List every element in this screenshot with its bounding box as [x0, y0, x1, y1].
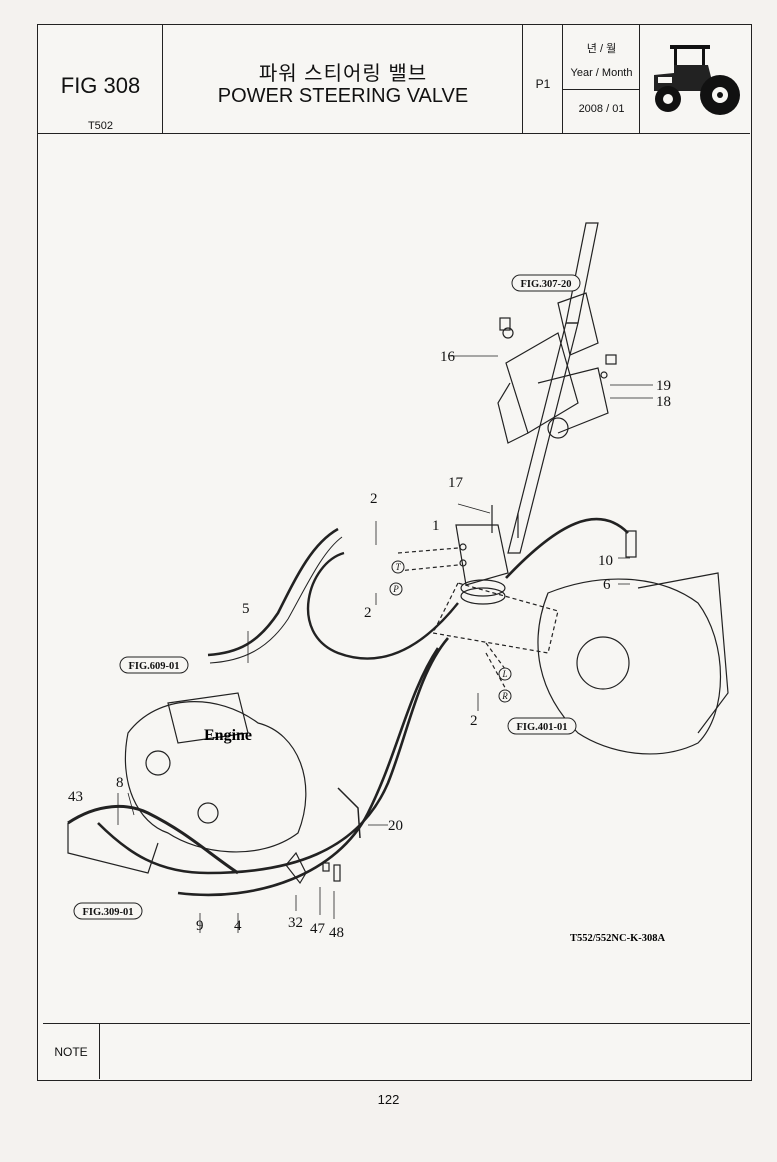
fig-label: FIG 308: [60, 73, 141, 98]
header: FIG 308 T502 파워 스티어링 밸브 POWER STEERING V…: [38, 25, 750, 134]
ref-fig307: FIG.307-20: [520, 279, 571, 290]
fig-cell: FIG 308 T502: [38, 25, 163, 133]
callout-1: 1: [432, 518, 440, 534]
port-p-label: P: [392, 584, 399, 594]
tractor-icon: [654, 45, 740, 115]
ref-fig309: FIG.309-01: [82, 907, 133, 918]
callout-6: 6: [603, 577, 611, 593]
callout-5: 5: [242, 601, 250, 617]
port-l-circle: [498, 667, 512, 681]
callout-10: 10: [598, 553, 613, 569]
callout-19: 19: [656, 378, 671, 394]
callout-18: 18: [656, 394, 671, 410]
date-divider: [563, 89, 640, 90]
callout-16: 16: [440, 349, 456, 365]
callout-47: 47: [310, 921, 326, 937]
ref-box-fig307: [511, 274, 581, 292]
note-label: NOTE: [43, 1024, 100, 1079]
ref-box-fig609: [119, 656, 189, 674]
port-t-label: T: [395, 562, 401, 572]
callout-17: 17: [448, 475, 464, 491]
logo-cell: [640, 25, 750, 133]
callout-2b: 2: [364, 605, 372, 621]
title-cell: 파워 스티어링 밸브 POWER STEERING VALVE: [163, 25, 523, 133]
page-code-cell: P1: [523, 25, 563, 133]
page-number: 122: [377, 1092, 400, 1107]
callout-2a: 2: [370, 491, 378, 507]
title-english: POWER STEERING VALVE: [217, 85, 469, 107]
callout-4: 4: [234, 918, 242, 934]
date-value: 2008 / 01: [578, 103, 625, 115]
exploded-diagram: T P L R FIG.307-20 FIG.609-01 FIG.401-01…: [38, 133, 750, 1023]
callout-20: 20: [388, 818, 403, 834]
title-korean: 파워 스티어링 밸브: [258, 63, 428, 85]
port-r-circle: [498, 689, 512, 703]
callout-43: 43: [68, 789, 83, 805]
port-t-circle: [391, 560, 405, 574]
date-cell: 년 / 월 Year / Month 2008 / 01: [563, 25, 640, 133]
callout-9: 9: [196, 918, 204, 934]
parts-sheet: FIG 308 T502 파워 스티어링 밸브 POWER STEERING V…: [37, 24, 752, 1081]
port-p-circle: [389, 582, 403, 596]
ref-box-fig401: [507, 717, 577, 735]
ref-box-fig309: [73, 902, 143, 920]
model-code: T502: [87, 120, 114, 132]
drawing-code: T552/552NC-K-308A: [570, 933, 665, 944]
engine-label: Engine: [204, 727, 252, 744]
diagram-svg: T P L R FIG.307-20 FIG.609-01 FIG.401-01…: [67, 222, 729, 944]
date-label-korean: 년 / 월: [586, 43, 617, 55]
ref-fig609: FIG.609-01: [128, 661, 179, 672]
callout-8: 8: [116, 775, 124, 791]
callout-48: 48: [329, 925, 344, 941]
callout-2c: 2: [470, 713, 478, 729]
port-r-label: R: [501, 691, 508, 701]
page-code: P1: [535, 77, 551, 91]
callout-32: 32: [288, 915, 303, 931]
ref-fig401: FIG.401-01: [516, 722, 567, 733]
date-label-english: Year / Month: [570, 67, 633, 79]
port-l-label: L: [501, 669, 507, 679]
note-row: NOTE: [43, 1023, 750, 1079]
